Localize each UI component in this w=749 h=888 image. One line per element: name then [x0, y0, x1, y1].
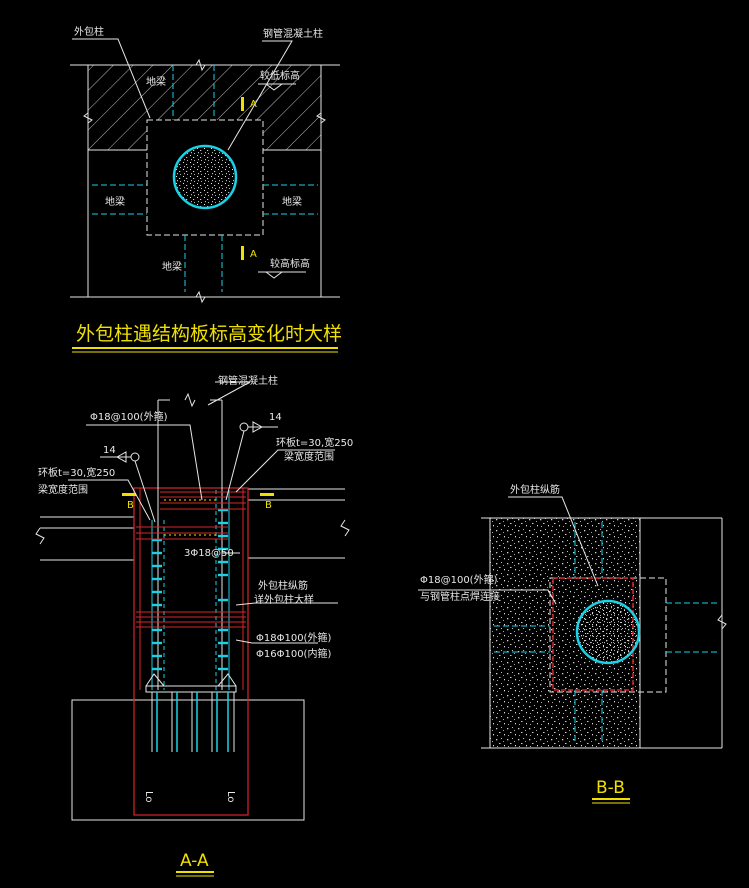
section-bb: 外包柱纵筋 Φ18@100(外箍) 与钢管柱点焊连接: [418, 483, 727, 749]
plan-detail: A A 外包柱 钢管混凝土柱 地梁 较低标高 地梁 地梁 地梁 较高标高: [70, 25, 340, 304]
aa-label-ring-plate-right: 环板t=30,宽250: [276, 436, 353, 449]
aa-label-see-detail: 详外包柱大样: [254, 593, 314, 606]
section-aa-title: A-A: [180, 851, 209, 871]
aa-label-stirrup-outer-2: Φ18Φ100(外箍): [256, 631, 331, 644]
aa-label-stirrup-inner: Φ16Φ100(内箍): [256, 647, 331, 660]
aa-label-stud: 3Φ18@50: [184, 548, 234, 559]
section-mark-b-left: B: [127, 500, 134, 511]
section-bb-title: B-B: [596, 778, 625, 798]
aa-label-weld-right: 14: [269, 412, 282, 423]
section-mark-a-top: A: [250, 99, 257, 110]
label-ground-beam-right: 地梁: [282, 195, 302, 208]
plan-title: 外包柱遇结构板标高变化时大样: [76, 323, 342, 345]
aa-label-lo-right: Lo: [225, 791, 236, 803]
section-mark-b-right: B: [265, 500, 272, 511]
aa-label-steel-column: 钢管混凝土柱: [218, 374, 278, 387]
label-low-elevation: 较低标高: [260, 69, 300, 82]
section-mark-a-bottom: A: [250, 249, 257, 260]
aa-label-weld-left: 14: [103, 445, 116, 456]
aa-label-ring-plate-left: 环板t=30,宽250: [38, 466, 115, 479]
label-ground-beam-left: 地梁: [105, 195, 125, 208]
aa-label-lo-left: Lo: [143, 791, 154, 803]
aa-label-stirrup-outer: Φ18@100(外箍): [90, 410, 168, 423]
label-outer-column: 外包柱: [74, 25, 104, 38]
label-high-elevation: 较高标高: [270, 257, 310, 270]
plan-steel-tube: [172, 144, 238, 210]
label-steel-column: 钢管混凝土柱: [263, 27, 323, 40]
bb-label-long-rebar: 外包柱纵筋: [510, 483, 560, 496]
aa-label-long-rebar: 外包柱纵筋: [258, 579, 308, 592]
aa-label-beam-range-right: 梁宽度范围: [284, 450, 334, 463]
aa-label-beam-range-left: 梁宽度范围: [38, 483, 88, 496]
bb-label-stirrup-outer: Φ18@100(外箍): [420, 573, 498, 586]
section-aa: B B 钢管混凝土柱 Φ18@100(外箍) 14 14 环板t=30,宽250…: [35, 374, 353, 821]
bb-steel-tube: [575, 599, 641, 665]
label-ground-beam-top: 地梁: [146, 75, 166, 88]
bb-label-weld-note: 与钢管柱点焊连接: [420, 590, 500, 603]
label-ground-beam-bottom: 地梁: [162, 260, 182, 273]
